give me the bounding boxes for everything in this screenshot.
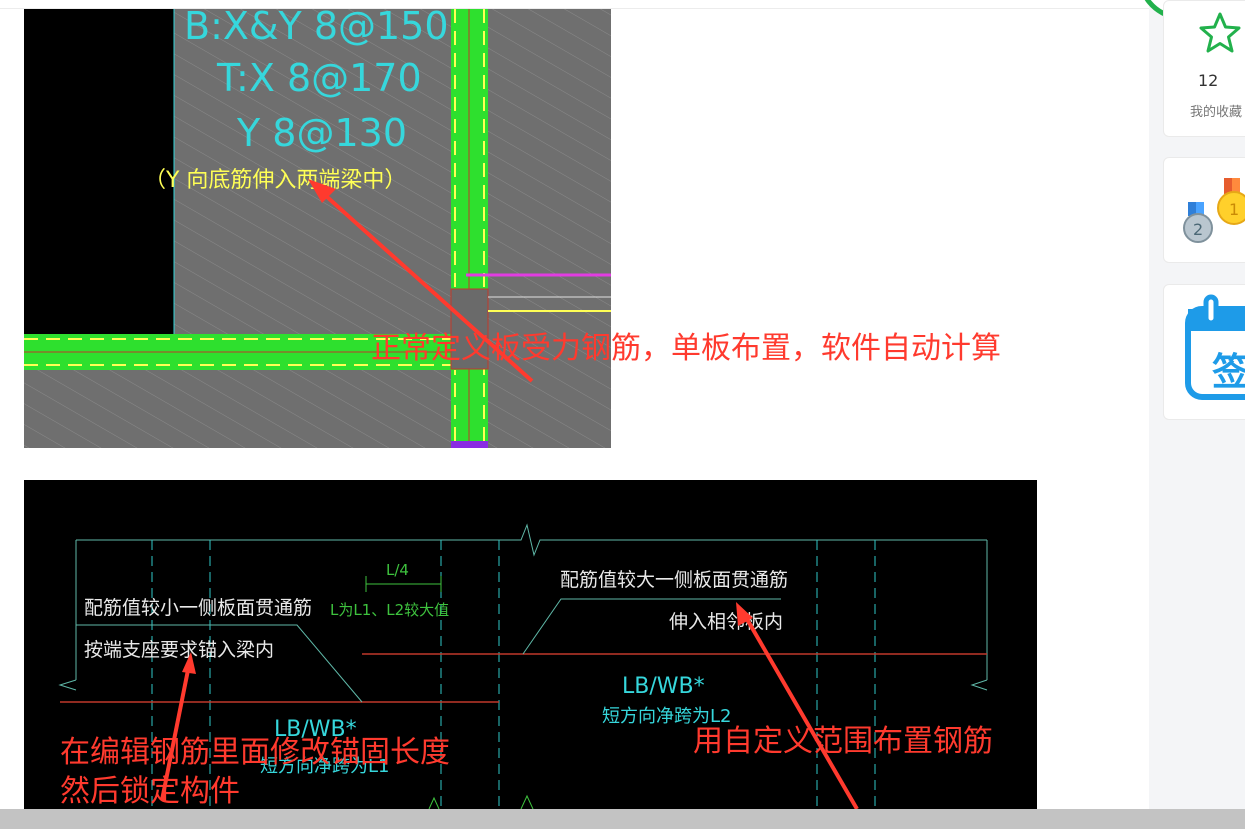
rebar-note: （Y 向底筋伸入两端梁中）	[144, 168, 406, 193]
label-right-rebar: 配筋值较大一侧板面贯通筋	[560, 569, 788, 591]
detail-annotation-line2: 然后锁定构件	[60, 774, 240, 809]
favorite-label: 我的收藏	[1190, 105, 1243, 120]
horizontal-scrollbar[interactable]	[0, 809, 1245, 829]
medal-card[interactable]: 2 1	[1163, 157, 1245, 263]
rebar-label-bottom: B:X&Y 8@150	[184, 9, 449, 48]
detail-drawing-image: L/4 L为L1、L2较大值 配筋值较小一侧板面贯通筋 按端支座要求锚入梁内 配…	[24, 480, 1037, 809]
slab-annotation: 正常定义板受力钢筋，单板布置，软件自动计算	[371, 331, 1001, 366]
annotation-arrow-right	[742, 612, 859, 809]
label-span-right: 短方向净跨为L2	[602, 706, 731, 727]
right-sidebar: 12 我的收藏 2 1 签	[1139, 0, 1245, 809]
signin-label: 签	[1212, 341, 1245, 396]
label-lbwb-left: LB/WB*	[274, 717, 357, 742]
label-right-extend: 伸入相邻板内	[669, 611, 783, 633]
slab-drawing-canvas: B:X&Y 8@150 T:X 8@170 Y 8@130 （Y 向底筋伸入两端…	[24, 9, 611, 448]
dim-label-lmax: L为L1、L2较大值	[330, 601, 449, 619]
favorite-count: 12	[1198, 71, 1219, 90]
top-divider	[0, 8, 1149, 9]
signin-card[interactable]: 签	[1163, 284, 1245, 420]
star-icon	[1199, 12, 1241, 53]
label-lbwb-right: LB/WB*	[622, 674, 705, 699]
rebar-label-top-x: T:X 8@170	[216, 56, 422, 100]
label-span-left: 短方向净跨为L1	[260, 756, 389, 777]
svg-text:2: 2	[1193, 220, 1203, 239]
detail-annotation-right: 用自定义范围布置钢筋	[693, 724, 993, 759]
svg-text:1: 1	[1229, 200, 1239, 219]
annotation-arrow-line	[314, 185, 534, 383]
annotation-arrow-left	[160, 664, 191, 801]
slab-drawing-image: B:X&Y 8@150 T:X 8@170 Y 8@130 （Y 向底筋伸入两端…	[24, 9, 611, 448]
favorite-card[interactable]: 12 我的收藏	[1163, 0, 1245, 137]
article-content: B:X&Y 8@150 T:X 8@170 Y 8@130 （Y 向底筋伸入两端…	[0, 0, 1149, 809]
annotation-arrowhead-right	[736, 602, 753, 626]
medals-icon: 2 1	[1183, 178, 1245, 243]
label-left-anchor: 按端支座要求锚入梁内	[84, 639, 274, 661]
rebar-label-top-y: Y 8@130	[236, 111, 407, 155]
detail-drawing-canvas: L/4 L为L1、L2较大值 配筋值较小一侧板面贯通筋 按端支座要求锚入梁内 配…	[24, 480, 1037, 809]
label-left-rebar: 配筋值较小一侧板面贯通筋	[84, 597, 312, 619]
annotation-arrowhead-left	[182, 652, 196, 674]
detail-annotation-line1: 在编辑钢筋里面修改锚固长度	[60, 735, 450, 770]
dim-label-l4: L/4	[386, 561, 409, 579]
annotation-arrowhead	[308, 179, 336, 203]
calendar-icon	[1185, 294, 1245, 400]
